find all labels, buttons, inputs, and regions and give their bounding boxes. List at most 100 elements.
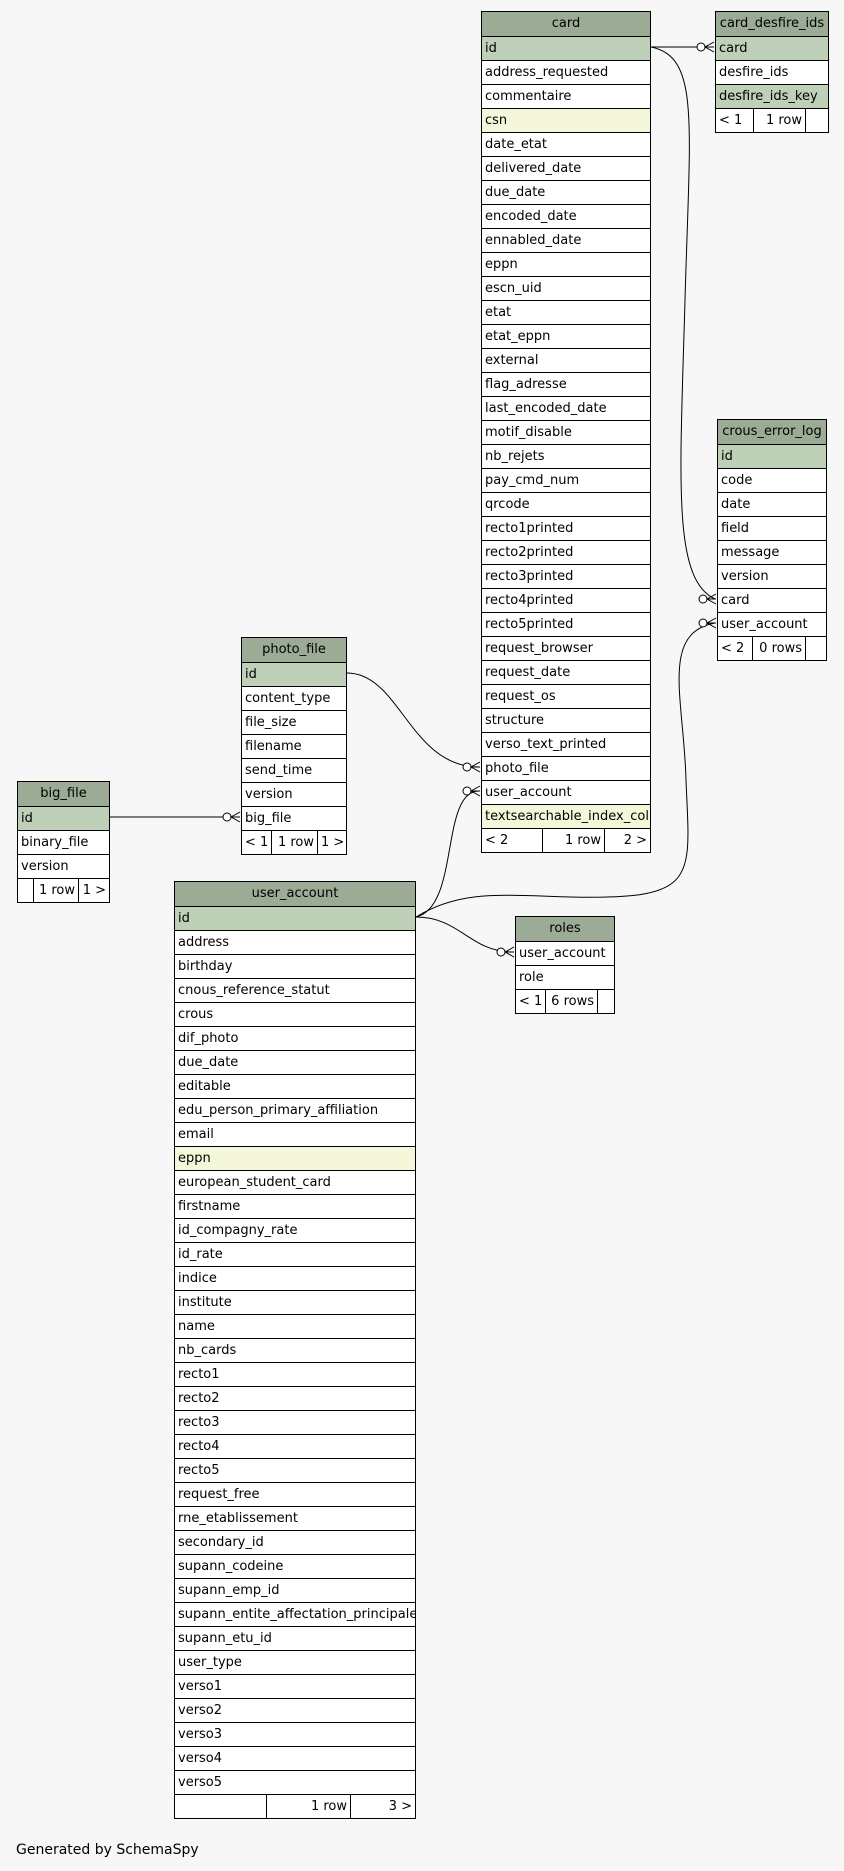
column-row: version	[718, 565, 826, 589]
crows-foot-marker	[703, 41, 715, 53]
column-row: user_account	[718, 613, 826, 637]
children-count	[598, 990, 614, 1013]
edge-photo-card	[346, 672, 480, 768]
column-row: id	[18, 807, 109, 831]
table-title: user_account	[175, 882, 415, 907]
column-row: institute	[175, 1291, 415, 1315]
column-row: id_rate	[175, 1243, 415, 1267]
column-row: qrcode	[482, 493, 650, 517]
column-row: desfire_ids_key	[716, 85, 828, 109]
optional-marker	[698, 618, 708, 628]
row-count: 1 row	[34, 879, 79, 902]
column-row: firstname	[175, 1195, 415, 1219]
column-row: send_time	[242, 759, 346, 783]
column-row: rne_etablissement	[175, 1507, 415, 1531]
optional-marker	[222, 812, 232, 822]
column-row: date	[718, 493, 826, 517]
column-row: delivered_date	[482, 157, 650, 181]
column-row: recto5	[175, 1459, 415, 1483]
column-row: id	[242, 663, 346, 687]
column-row: user_account	[482, 781, 650, 805]
column-row: version	[242, 783, 346, 807]
column-row: verso3	[175, 1723, 415, 1747]
column-row: motif_disable	[482, 421, 650, 445]
column-row: big_file	[242, 807, 346, 831]
crows-foot-marker	[469, 785, 481, 797]
table-title: card	[482, 12, 650, 37]
column-row: user_type	[175, 1651, 415, 1675]
column-row: desfire_ids	[716, 61, 828, 85]
optional-marker	[496, 947, 506, 957]
crows-foot-marker	[705, 617, 717, 629]
column-row: verso_text_printed	[482, 733, 650, 757]
column-row: supann_entite_affectation_principale	[175, 1603, 415, 1627]
column-row: indice	[175, 1267, 415, 1291]
column-row: pay_cmd_num	[482, 469, 650, 493]
optional-marker	[696, 42, 706, 52]
table-title: card_desfire_ids	[716, 12, 828, 37]
column-row: commentaire	[482, 85, 650, 109]
row-count: 1 row	[754, 109, 806, 132]
column-row: id	[718, 445, 826, 469]
row-count: 0 rows	[753, 637, 806, 660]
column-row: name	[175, 1315, 415, 1339]
edge-user-roles	[415, 916, 514, 953]
column-row: email	[175, 1123, 415, 1147]
column-row: external	[482, 349, 650, 373]
parents-count: < 1	[516, 990, 546, 1013]
column-row: edu_person_primary_affiliation	[175, 1099, 415, 1123]
column-row: recto3printed	[482, 565, 650, 589]
parents-count: < 2	[718, 637, 753, 660]
children-count: 3 >	[388, 1799, 412, 1814]
row-count: 6 rows	[546, 990, 598, 1013]
column-row: due_date	[482, 181, 650, 205]
column-row: verso2	[175, 1699, 415, 1723]
children-count	[806, 637, 826, 660]
column-row: recto1	[175, 1363, 415, 1387]
crows-foot-marker	[229, 811, 241, 823]
table-title: crous_error_log	[718, 420, 826, 445]
parents-count	[18, 879, 34, 902]
table-title: photo_file	[242, 638, 346, 663]
parents-count: < 1	[716, 109, 754, 132]
children-count: 1 >	[82, 883, 106, 898]
column-row: nb_rejets	[482, 445, 650, 469]
row-count: 1 row	[543, 829, 605, 852]
column-row: recto2	[175, 1387, 415, 1411]
optional-marker	[462, 786, 472, 796]
column-row: user_account	[516, 942, 614, 966]
column-row: recto2printed	[482, 541, 650, 565]
table-title: roles	[516, 917, 614, 942]
column-row: message	[718, 541, 826, 565]
column-row: escn_uid	[482, 277, 650, 301]
parents-count	[175, 1795, 267, 1818]
children-count: 1 >	[321, 835, 345, 850]
column-row: request_os	[482, 685, 650, 709]
column-row: recto1printed	[482, 517, 650, 541]
column-row: recto5printed	[482, 613, 650, 637]
column-row: etat	[482, 301, 650, 325]
column-row: content_type	[242, 687, 346, 711]
column-row: eppn	[175, 1147, 415, 1171]
column-row: crous	[175, 1003, 415, 1027]
parents-count: < 1	[242, 831, 272, 854]
column-row: nb_cards	[175, 1339, 415, 1363]
column-row: request_free	[175, 1483, 415, 1507]
column-row: structure	[482, 709, 650, 733]
column-row: verso5	[175, 1771, 415, 1795]
column-row: id_compagny_rate	[175, 1219, 415, 1243]
column-row: secondary_id	[175, 1531, 415, 1555]
column-row: address	[175, 931, 415, 955]
column-row: card	[716, 37, 828, 61]
column-row: id	[175, 907, 415, 931]
